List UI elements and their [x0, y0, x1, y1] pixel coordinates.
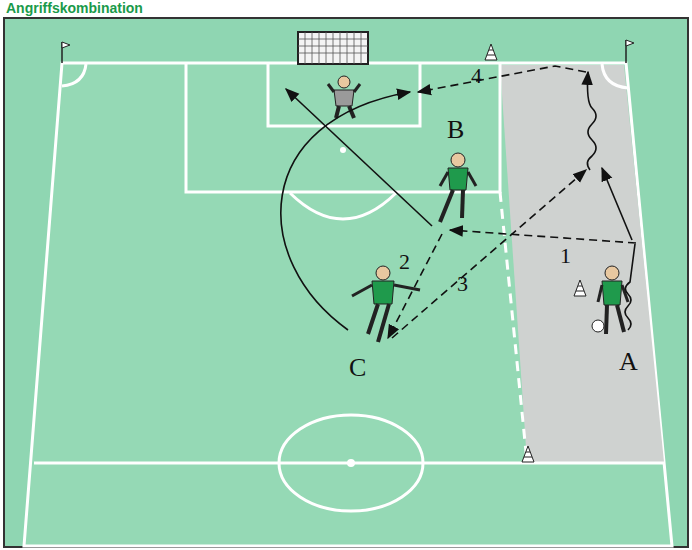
player-letter: B: [447, 117, 464, 143]
goalkeeper: [328, 76, 360, 118]
callout-number: 2: [399, 251, 410, 273]
player-letter: C: [349, 355, 366, 381]
player-b: [440, 153, 476, 222]
player-a: [592, 266, 628, 334]
diagram-title: Angriffskombination: [6, 1, 143, 15]
callout-number: 1: [560, 245, 571, 267]
player-letter: A: [619, 349, 638, 375]
callout-number: 3: [457, 273, 468, 295]
player-c: [352, 266, 420, 342]
callout-number: 4: [471, 65, 482, 87]
